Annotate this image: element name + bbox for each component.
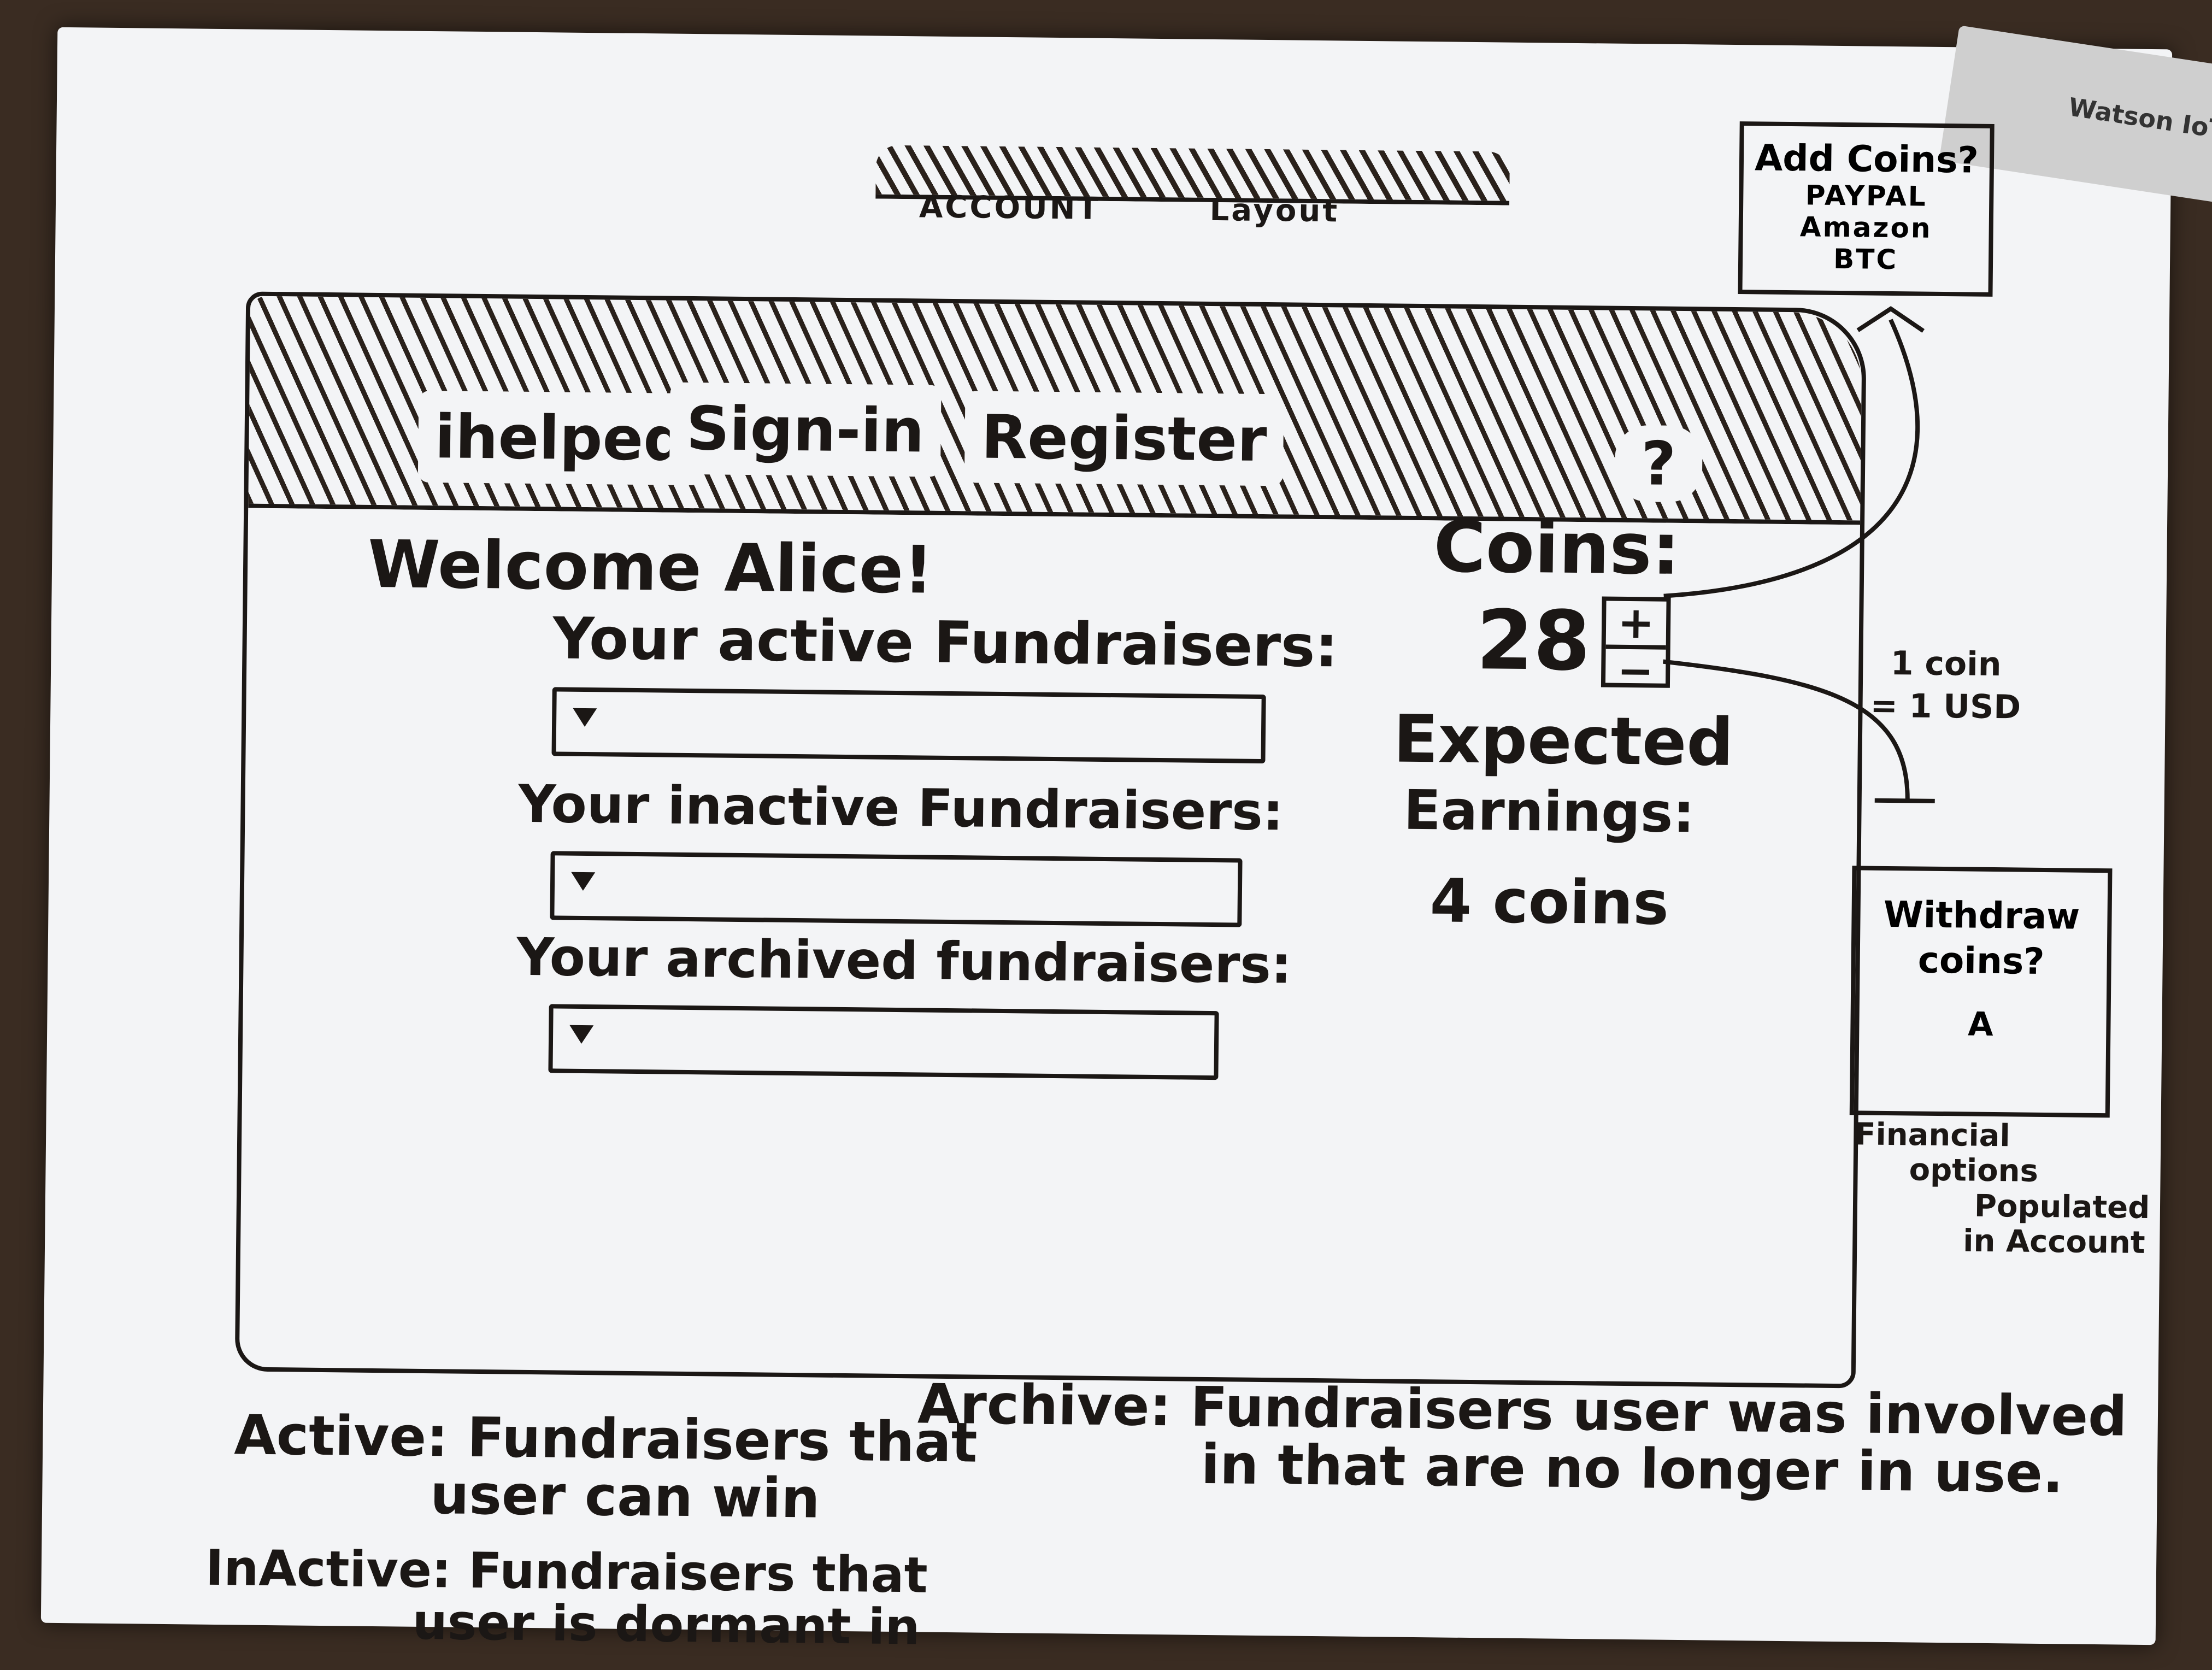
arrow-to-withdraw — [1662, 659, 1910, 801]
archive-definition-note: Archive: Fundraisers user was involved i… — [916, 1372, 2127, 1505]
active-definition-note: Active: Fundraisers that user can win — [233, 1403, 978, 1530]
archive-label: Archive: — [917, 1372, 1172, 1439]
annotation-arrows — [1662, 306, 1935, 803]
active-label: Active: — [233, 1403, 449, 1469]
inactive-definition-note: InActive: Fundraisers that user is dorma… — [204, 1539, 928, 1656]
whiteboard: Watson IoT ACCOUNT Layout Add Coins? PAY… — [40, 25, 2212, 1656]
inactive-text-2: user is dormant in — [412, 1593, 921, 1656]
arrowhead-up — [1856, 306, 1925, 333]
inactive-label: InActive: — [205, 1539, 452, 1600]
arrow-to-add-coins — [1663, 319, 1920, 598]
